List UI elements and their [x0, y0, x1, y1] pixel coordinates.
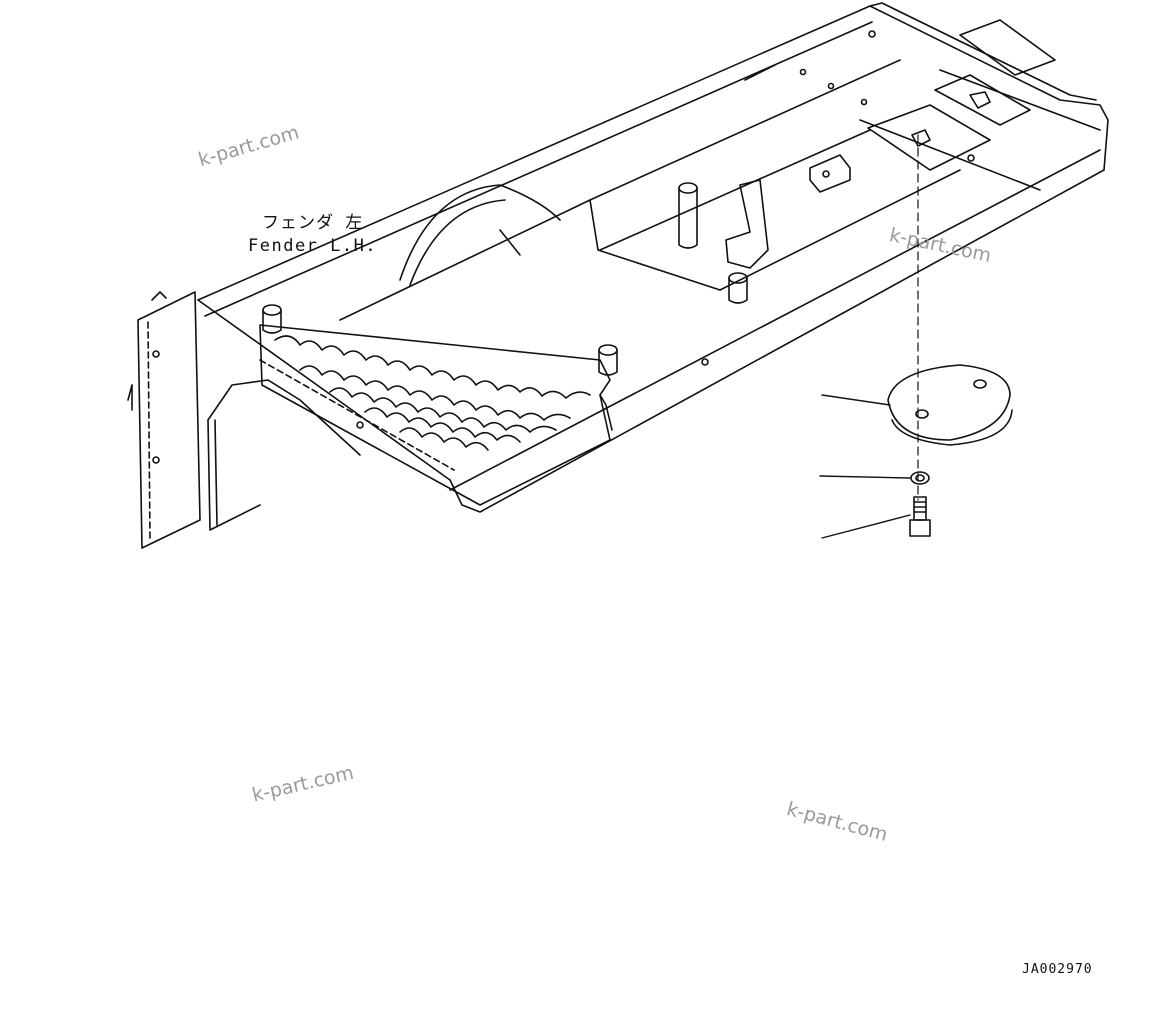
drawing-number: JA002970 [1022, 962, 1093, 977]
cover-plate [887, 364, 1013, 446]
step-plate [259, 324, 709, 506]
fender-label-japanese: フェンダ 左 [262, 213, 364, 233]
upper-brackets [725, 19, 1056, 269]
side-bracket [127, 291, 361, 549]
mounting-posts [262, 182, 748, 376]
frame-body [197, 2, 1109, 513]
leader-lines [819, 394, 911, 539]
fender-label-english: Fender L.H. [248, 236, 378, 256]
washer [910, 471, 930, 485]
fender-curve [399, 184, 561, 286]
bolt [909, 496, 931, 537]
